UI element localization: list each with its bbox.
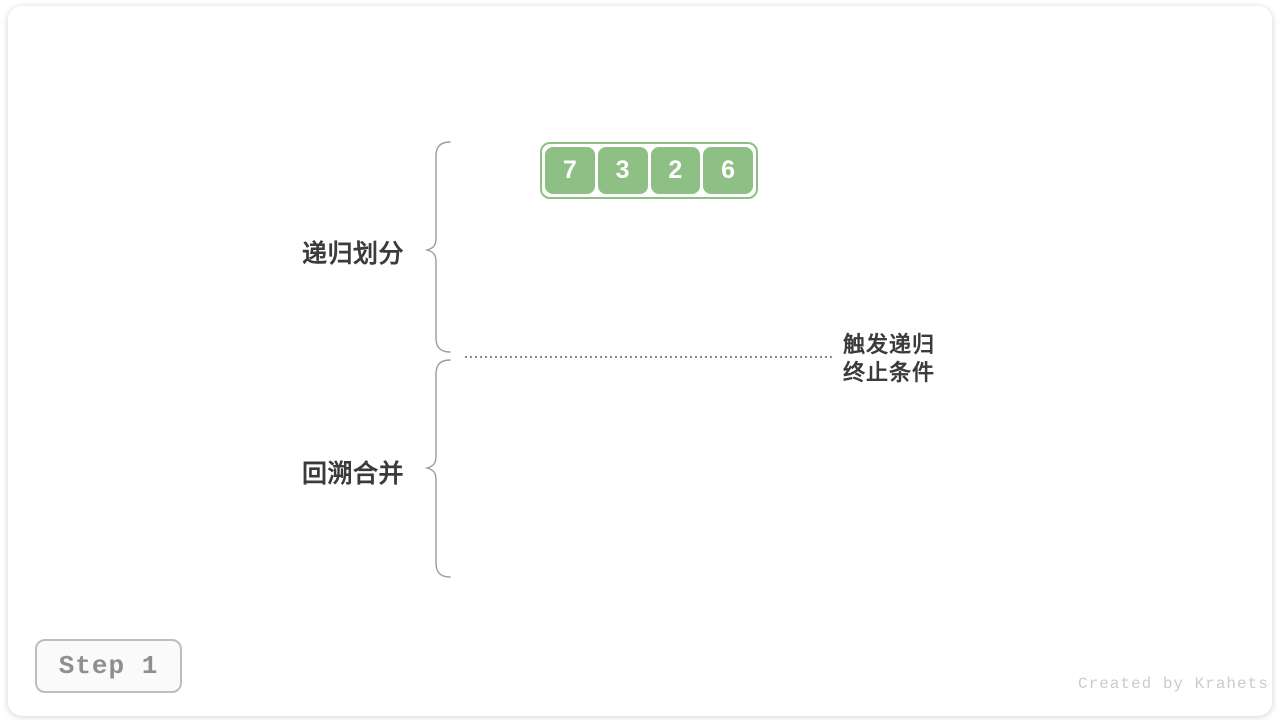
termination-note: 触发递归 终止条件 [843,331,935,387]
termination-note-line2: 终止条件 [843,360,936,385]
termination-note-line1: 触发递归 [843,332,936,357]
array-cell: 3 [597,147,648,194]
merge-phase-label: 回溯合并 [301,460,404,488]
termination-dotted-line [465,356,833,358]
divide-brace-icon [424,141,451,353]
merge-brace-icon [424,359,451,578]
array-cell: 7 [545,147,595,194]
diagram-card [8,6,1272,716]
credit-text: Created by Krahets [1078,675,1269,693]
array-container: 7 3 2 6 [540,142,758,199]
array-cell: 2 [650,147,701,194]
array-cell: 6 [703,147,753,194]
step-badge: Step 1 [35,639,182,693]
divide-phase-label: 递归划分 [301,240,404,268]
